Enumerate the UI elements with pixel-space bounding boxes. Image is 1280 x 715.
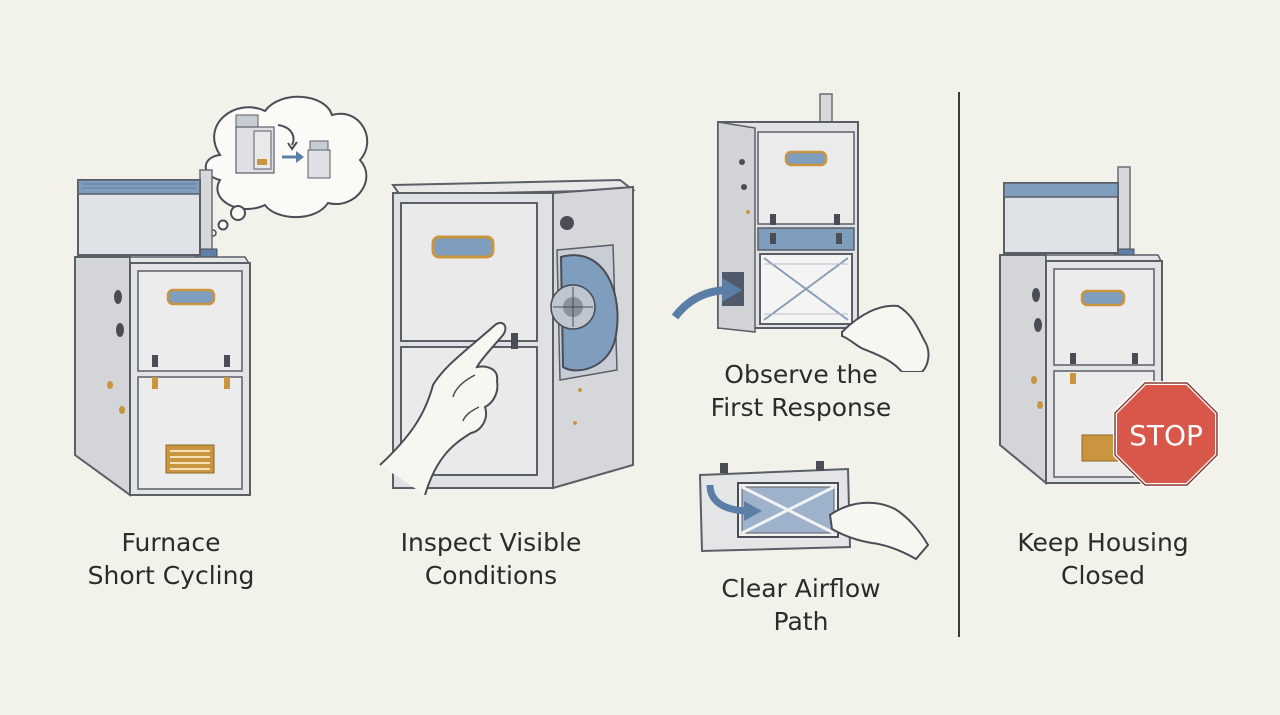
hand-on-filter bbox=[828, 501, 930, 561]
inspect-visible-conditions-illustration bbox=[379, 178, 636, 495]
caption-line: First Response bbox=[710, 393, 892, 422]
thought-bubble bbox=[204, 95, 369, 237]
caption-line: Short Cycling bbox=[87, 561, 255, 590]
caption-line: Inspect Visible bbox=[400, 528, 582, 557]
section-divider bbox=[958, 92, 960, 637]
caption-line: Keep Housing bbox=[1017, 528, 1189, 557]
stop-sign-label: STOP bbox=[1129, 419, 1203, 452]
airflow-arrow bbox=[706, 484, 762, 521]
caption-keep-housing-closed: Keep Housing Closed bbox=[992, 526, 1214, 592]
airflow-arrow bbox=[671, 278, 742, 320]
caption-line: Furnace bbox=[121, 528, 221, 557]
blower-fan bbox=[550, 244, 619, 381]
caption-clear-airflow-path: Clear Airflow Path bbox=[690, 572, 912, 638]
top-cabinet bbox=[77, 179, 201, 256]
observe-first-response-illustration bbox=[671, 93, 930, 372]
clear-airflow-path-illustration bbox=[698, 461, 930, 561]
caption-line: Closed bbox=[1061, 561, 1145, 590]
flue-pipe bbox=[199, 169, 213, 256]
caption-line: Conditions bbox=[424, 561, 558, 590]
top-cabinet bbox=[1003, 182, 1119, 254]
caption-inspect-visible-conditions: Inspect Visible Conditions bbox=[380, 526, 602, 592]
furnace-short-cycling-illustration bbox=[74, 95, 369, 497]
pointing-hand bbox=[379, 321, 507, 495]
caption-observe-first-response: Observe the First Response bbox=[690, 358, 912, 424]
furnace-body bbox=[999, 254, 1164, 486]
caption-line: Path bbox=[773, 607, 829, 636]
caption-furnace-short-cycling: Furnace Short Cycling bbox=[60, 526, 282, 592]
furnace-with-filter bbox=[717, 121, 859, 333]
keep-housing-closed-illustration: STOP bbox=[999, 166, 1219, 487]
furnace-body bbox=[74, 256, 252, 497]
caption-line: Clear Airflow bbox=[721, 574, 881, 603]
stop-sign: STOP bbox=[1113, 381, 1219, 487]
hand-on-filter bbox=[841, 304, 930, 372]
caption-line: Observe the bbox=[724, 360, 878, 389]
